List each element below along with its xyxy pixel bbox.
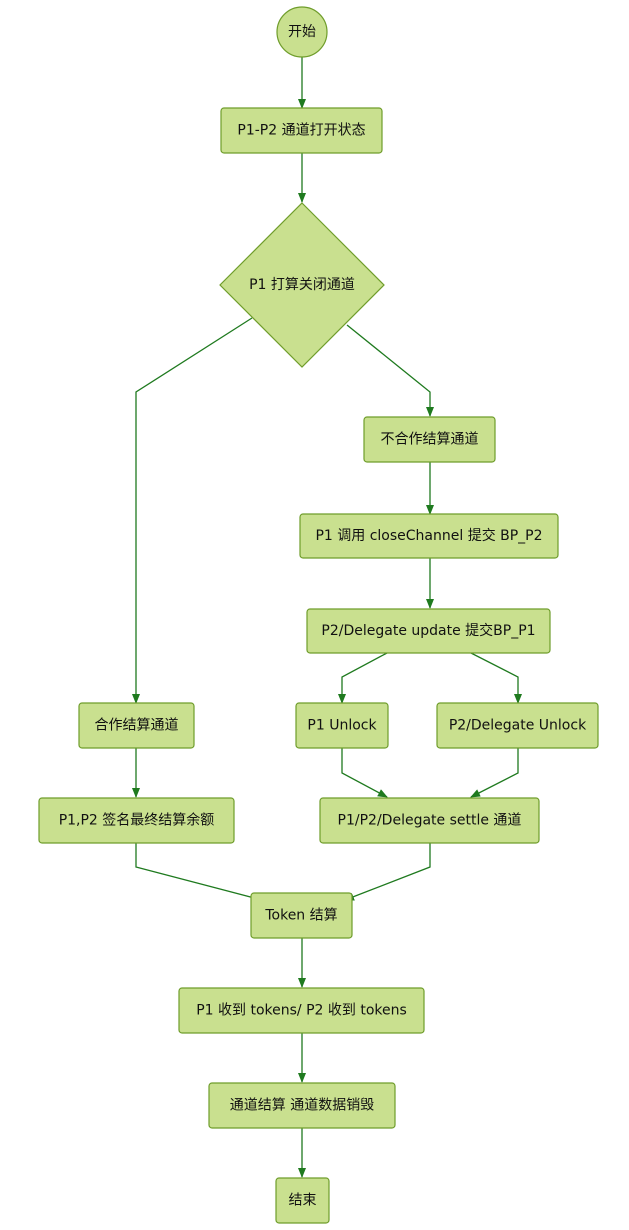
p2-unlock-node: P2/Delegate Unlock: [436, 702, 599, 749]
edge-settle-to-token: [344, 843, 431, 901]
edges: [132, 56, 522, 1178]
delegate-update-node: P2/Delegate update 提交BP_P1: [306, 608, 551, 654]
start-node: 开始: [276, 6, 328, 58]
destroy-data-node: 通道结算 通道数据销毁: [208, 1082, 396, 1129]
edge-decision-to-cooperative: [132, 317, 253, 704]
delegate-update-label: P2/Delegate update 提交BP_P1: [321, 622, 535, 639]
decision-close-label: P1 打算关闭通道: [249, 276, 355, 293]
settle-label: P1/P2/Delegate settle 通道: [338, 813, 522, 829]
receive-tokens-node: P1 收到 tokens/ P2 收到 tokens: [178, 987, 425, 1034]
cooperative-node: 合作结算通道: [78, 702, 195, 749]
sign-balance-label: P1,P2 签名最终结算余额: [59, 812, 215, 829]
cooperative-label: 合作结算通道: [95, 718, 179, 734]
edge-update-to-p1unlock: [338, 652, 388, 704]
p1-unlock-node: P1 Unlock: [295, 702, 389, 749]
edge-decision-to-noncooperative: [346, 324, 434, 417]
non-cooperative-label: 不合作结算通道: [381, 432, 479, 448]
end-node-label: 结束: [289, 1193, 317, 1209]
token-settle-node: Token 结算: [250, 892, 353, 939]
token-settle-label: Token 结算: [264, 908, 337, 924]
edge-update-to-p2unlock: [470, 652, 522, 704]
decision-close-node: P1 打算关闭通道: [219, 202, 385, 368]
end-node: 结束: [275, 1177, 330, 1224]
non-cooperative-node: 不合作结算通道: [363, 416, 496, 463]
channel-open-node: P1-P2 通道打开状态: [220, 107, 383, 154]
sign-balance-node: P1,P2 签名最终结算余额: [38, 797, 235, 844]
close-channel-label: P1 调用 closeChannel 提交 BP_P2: [315, 527, 542, 544]
edge-sign-to-token: [135, 843, 263, 902]
destroy-data-label: 通道结算 通道数据销毁: [230, 1098, 374, 1114]
edge-p2unlock-to-settle: [470, 748, 519, 798]
p1-unlock-label: P1 Unlock: [307, 718, 377, 734]
channel-open-label: P1-P2 通道打开状态: [237, 122, 365, 139]
close-channel-node: P1 调用 closeChannel 提交 BP_P2: [299, 513, 559, 559]
p2-unlock-label: P2/Delegate Unlock: [449, 718, 587, 734]
settle-node: P1/P2/Delegate settle 通道: [319, 797, 540, 844]
edge-p1unlock-to-settle: [341, 748, 388, 798]
start-node-label: 开始: [288, 24, 316, 40]
receive-tokens-label: P1 收到 tokens/ P2 收到 tokens: [196, 1003, 407, 1019]
